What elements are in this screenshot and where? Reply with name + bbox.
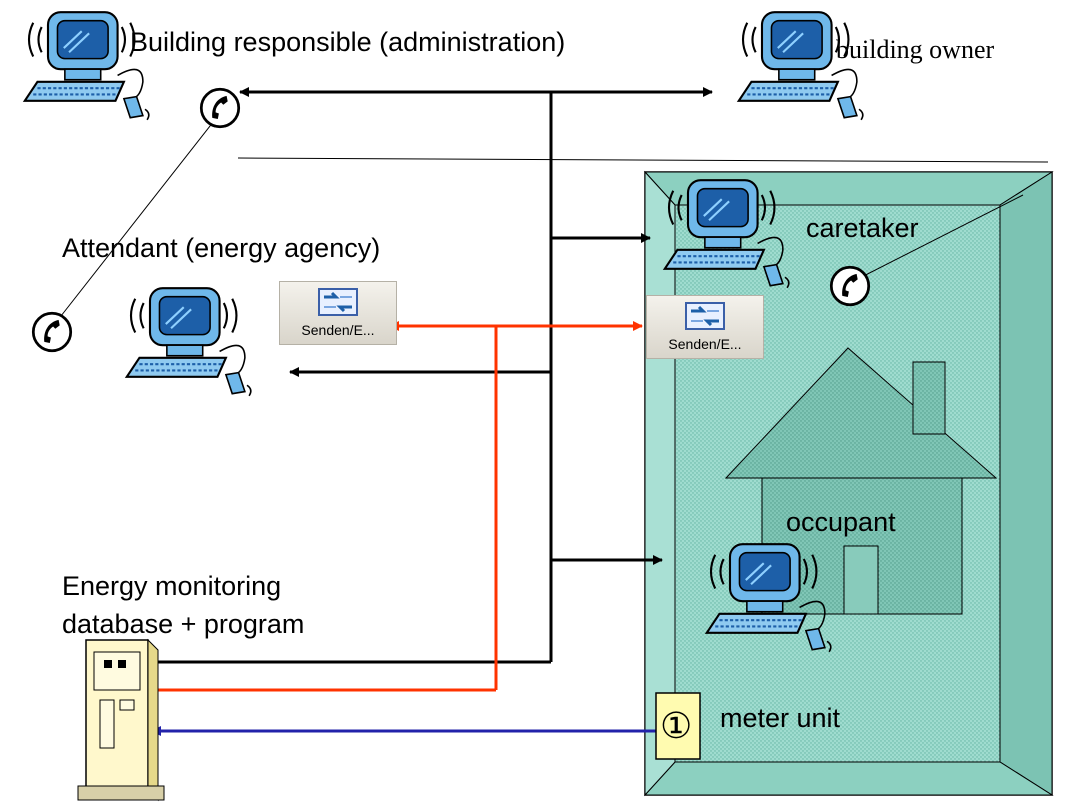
database-server-icon — [77, 638, 165, 802]
send-receive-button-attendant[interactable]: Senden/E... — [279, 281, 397, 345]
computer-icon-attendant — [125, 287, 253, 397]
phone-icon-caretaker — [829, 265, 871, 307]
label-building-responsible: Building responsible (administration) — [130, 27, 566, 57]
label-caretaker: caretaker — [806, 213, 919, 243]
mail-send-receive-icon — [685, 302, 725, 330]
computer-icon-building-owner — [737, 11, 865, 121]
meter-unit-icon — [655, 692, 701, 760]
label-attendant: Attendant (energy agency) — [62, 233, 381, 263]
send-receive-button-caretaker[interactable]: Senden/E... — [646, 295, 764, 359]
data-links — [150, 87, 713, 664]
send-receive-label: Senden/E... — [668, 336, 742, 352]
label-database-line1: Energy monitoring — [62, 571, 282, 601]
label-building-owner: building owner — [836, 35, 995, 64]
send-receive-label: Senden/E... — [301, 322, 375, 338]
phone-icon-attendant — [31, 311, 73, 353]
house — [724, 347, 998, 615]
phone-icon-administration — [199, 87, 241, 129]
mail-send-receive-icon — [318, 288, 358, 316]
meter-symbol: ① — [660, 706, 693, 746]
phone-link-caretaker-line — [237, 157, 1049, 163]
label-occupant: occupant — [786, 507, 896, 537]
email-links — [150, 321, 643, 692]
label-database-line2: database + program — [62, 609, 305, 639]
phone-link-admin-attendant — [49, 111, 222, 331]
label-meter-unit: meter unit — [720, 703, 841, 733]
